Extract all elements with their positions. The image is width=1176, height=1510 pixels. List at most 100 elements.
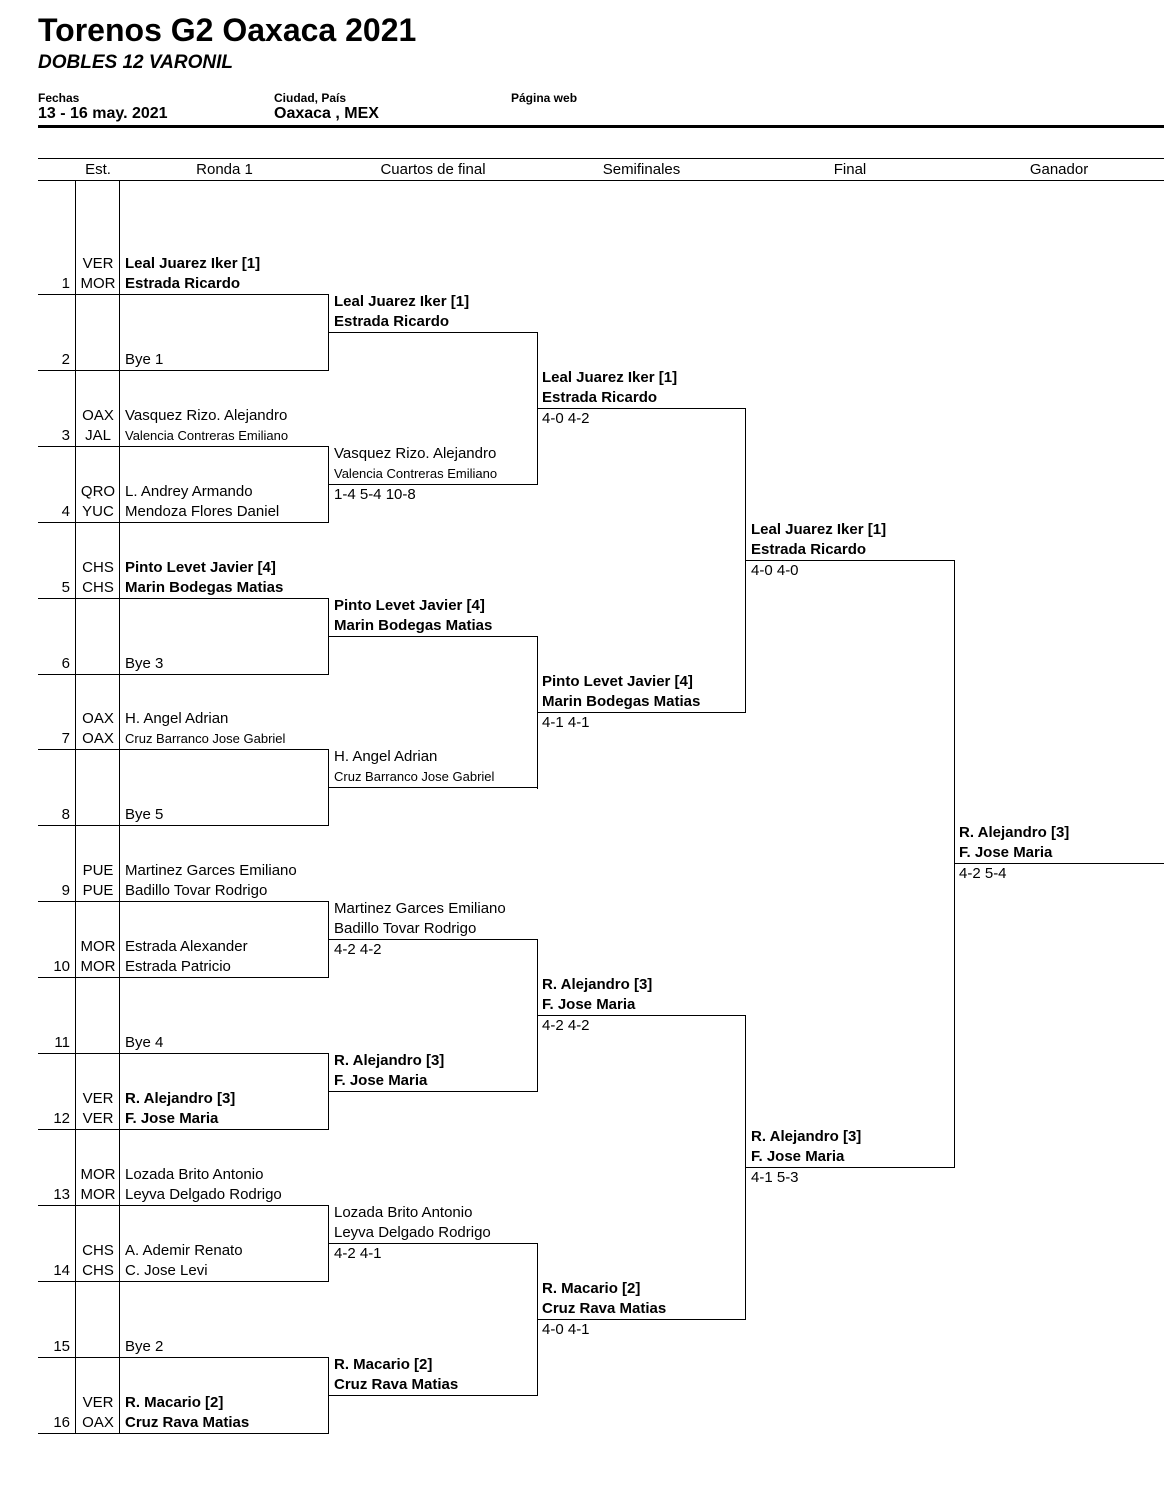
state-code: MOR [80,958,116,975]
draw-line-4 [38,522,329,523]
draw-position: 12 [53,1110,70,1127]
draw-line-13 [38,1205,329,1206]
draw-position: 6 [61,655,70,672]
player-name: H. Angel Adrian [125,710,229,727]
bracket-connector [537,1243,538,1396]
state-code: OAX [82,730,114,747]
bracket-connector [328,446,329,523]
columns-bottom-rule [38,180,1164,181]
state-code: OAX [82,1414,114,1431]
draw-line-16 [38,1433,329,1434]
player-name: Pinto Levet Javier [4] [125,559,276,576]
sf-line [537,712,746,713]
winner-line [954,863,1164,864]
player-name: Estrada Alexander [125,938,248,955]
state-code: PUE [82,882,114,899]
dates-value: 13 - 16 may. 2021 [38,105,168,122]
draw-position: 1 [61,275,70,292]
bracket-connector [537,636,538,789]
qf-line [329,1091,537,1092]
player-name: Bye 2 [125,1338,164,1355]
player-name: Martinez Garces Emiliano [125,862,297,879]
state-code: MOR [80,1166,116,1183]
player-name: Leal Juarez Iker [1] [125,255,261,272]
match-score: 4-2 4-2 [334,941,382,958]
player-name: Lozada Brito Antonio [125,1166,264,1183]
state-code: CHS [82,1242,114,1259]
draw-position: 4 [61,503,70,520]
web-label: Página web [511,91,578,105]
draw-position: 10 [53,958,70,975]
col-head-cuartos: Cuartos de final [380,161,486,178]
draw-line-7 [38,749,329,750]
player-name: Bye 4 [125,1034,164,1051]
player-name: Lozada Brito Antonio [334,1204,473,1221]
city-value: Oaxaca , MEX [274,105,379,122]
est-right-divider [119,180,120,1433]
bracket-connector [954,560,955,1168]
state-code: CHS [82,579,114,596]
final-line [746,560,954,561]
bracket-connector [745,1015,746,1320]
state-code: OAX [82,407,114,424]
page-title: Torenos G2 Oaxaca 2021 [38,12,417,48]
player-name: Leyva Delgado Rodrigo [334,1224,491,1241]
winner-score: 4-2 5-4 [959,865,1007,882]
player-name: Marin Bodegas Matias [125,579,284,596]
player-name: Marin Bodegas Matias [334,617,493,634]
bracket-connector [328,598,329,675]
player-name: Bye 1 [125,351,164,368]
draw-line-10 [38,977,329,978]
player-name: H. Angel Adrian [334,748,438,765]
bracket-connector [328,1357,329,1434]
draw-line-15 [38,1357,329,1358]
state-code: QRO [80,483,116,500]
player-name: Cruz Rava Matias [542,1300,667,1317]
est-left-divider [75,180,76,1433]
player-name: Estrada Ricardo [125,275,241,292]
match-score: 4-2 4-1 [334,1245,382,1262]
col-head-semifinales: Semifinales [602,161,681,178]
event-subtitle: DOBLES 12 VARONIL [38,52,233,73]
player-name: Leal Juarez Iker [1] [334,293,470,310]
player-name: R. Alejandro [3] [334,1052,445,1069]
bracket-connector [328,901,329,978]
player-name: Leal Juarez Iker [1] [751,521,887,538]
player-name: R. Alejandro [3] [125,1090,236,1107]
col-head-ronda1: Ronda 1 [196,161,253,178]
match-score: 4-1 5-3 [751,1169,799,1186]
draw-position: 9 [61,882,70,899]
match-score: 4-0 4-0 [751,562,799,579]
player-name: Bye 5 [125,806,164,823]
player-name: C. Jose Levi [125,1262,208,1279]
match-score: 4-2 4-2 [542,1017,590,1034]
draw-line-8 [38,825,329,826]
bracket-connector [328,294,329,371]
player-name: F. Jose Maria [125,1110,219,1127]
player-name: Bye 3 [125,655,164,672]
player-name: Badillo Tovar Rodrigo [334,920,477,937]
bracket-connector [537,939,538,1092]
sf-line [537,408,746,409]
bracket-connector [537,332,538,485]
player-name: Valencia Contreras Emiliano [334,466,498,481]
player-name: R. Macario [2] [542,1280,641,1297]
bracket-connector [328,1053,329,1130]
player-name: Badillo Tovar Rodrigo [125,882,268,899]
player-name: Cruz Rava Matias [334,1376,459,1393]
draw-position: 14 [53,1262,70,1279]
col-head-ganador: Ganador [1029,161,1089,178]
state-code: VER [82,1090,114,1107]
player-name: Vasquez Rizo. Alejandro [334,445,497,462]
state-code: MOR [80,275,116,292]
state-code: VER [82,1110,114,1127]
draw-position: 13 [53,1186,70,1203]
state-code: JAL [85,427,111,444]
state-code: VER [82,1394,114,1411]
player-name: F. Jose Maria [542,996,636,1013]
city-label: Ciudad, País [274,91,347,105]
match-score: 4-1 4-1 [542,714,590,731]
draw-line-14 [38,1281,329,1282]
match-score: 4-0 4-2 [542,410,590,427]
